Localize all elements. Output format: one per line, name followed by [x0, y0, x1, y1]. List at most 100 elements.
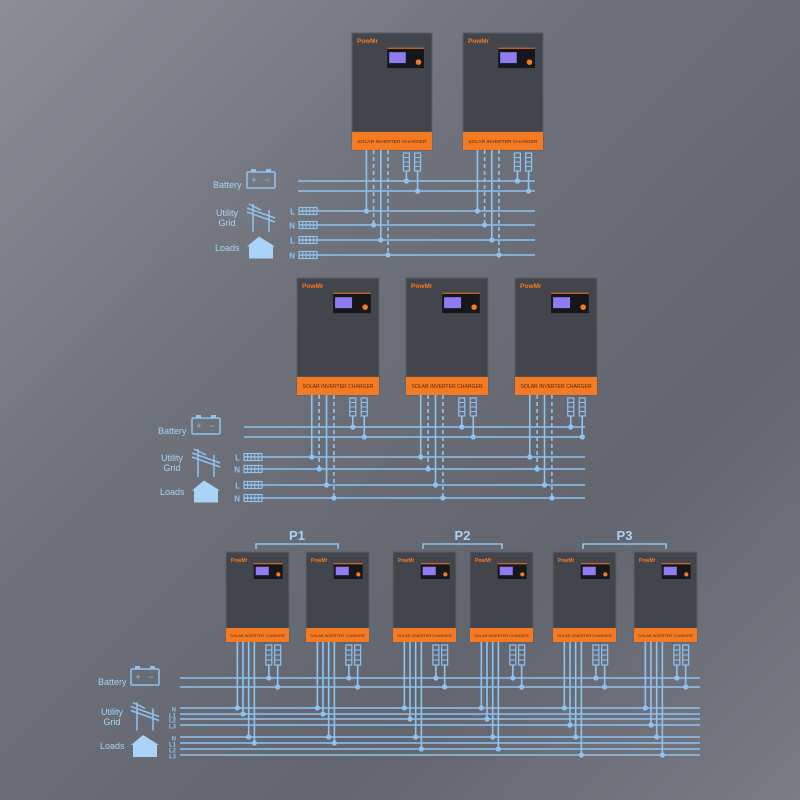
junction-dot	[326, 734, 332, 740]
breaker-icon	[414, 152, 422, 172]
line-letter-L3: L3	[169, 725, 177, 731]
junction-dot	[496, 252, 502, 258]
junction-dot	[425, 466, 431, 472]
utility-pole-icon	[191, 448, 221, 477]
brand-logo: PowMr	[311, 558, 328, 564]
brand-logo: PowMr	[639, 558, 656, 564]
junction-dot	[642, 705, 648, 711]
junction-dot	[371, 222, 377, 228]
brand-logo: PowMr	[411, 283, 433, 290]
utility-grid-label: Utility Grid	[161, 453, 183, 473]
junction-dot	[495, 746, 501, 752]
battery-icon	[130, 666, 160, 686]
lcd-screen	[389, 52, 406, 64]
brand-logo: PowMr	[398, 558, 415, 564]
junction-dot	[403, 178, 409, 184]
terminal-block-icon	[243, 452, 263, 462]
power-button	[526, 59, 533, 65]
junction-dot	[527, 454, 533, 460]
lcd-screen	[663, 566, 677, 576]
battery-label: Battery	[213, 180, 242, 190]
junction-dot	[573, 734, 579, 740]
junction-dot	[470, 434, 476, 440]
phase-bracket	[255, 543, 339, 549]
junction-dot	[648, 722, 654, 728]
utility-grid-label: Utility Grid	[216, 208, 238, 228]
junction-dot	[567, 722, 573, 728]
house-icon	[192, 480, 220, 503]
junction-dot	[579, 434, 585, 440]
orange-band	[515, 376, 597, 395]
terminal-block-icon	[298, 206, 318, 216]
line-letter-N: N	[172, 708, 176, 714]
orange-band	[306, 628, 369, 642]
power-button	[276, 572, 281, 577]
product-label: SOLAR INVERTER CHARGER	[397, 633, 452, 638]
junction-dot	[316, 466, 322, 472]
loads-label: Loads	[215, 242, 240, 253]
plus-sign: +	[196, 421, 201, 431]
junction-dot	[432, 482, 439, 488]
junction-dot	[478, 705, 484, 711]
product-label: SOLAR INVERTER CHARGER	[474, 633, 529, 638]
junction-dot	[413, 734, 419, 740]
breaker-icon	[601, 644, 609, 666]
product-label: SOLAR INVERTER CHARGER	[310, 633, 365, 638]
line-letter-L: L	[235, 482, 240, 491]
orange-band	[463, 131, 543, 150]
orange-band	[393, 628, 456, 642]
junction-dot	[578, 752, 584, 758]
breaker-icon	[432, 644, 440, 666]
minus-sign: −	[264, 175, 269, 185]
utility-pole-icon	[246, 203, 276, 232]
junction-dot	[526, 188, 532, 194]
brand-logo: PowMr	[302, 283, 324, 290]
plus-sign: +	[251, 175, 256, 185]
battery-icon	[246, 169, 276, 189]
terminal-block-icon	[243, 480, 263, 490]
junction-dot	[561, 705, 567, 711]
breaker-icon	[458, 397, 466, 417]
junction-dot	[240, 711, 246, 717]
junction-dot	[407, 716, 413, 722]
breaker-icon	[524, 152, 533, 172]
product-label: SOLAR INVERTER CHARGER	[638, 633, 693, 638]
minus-sign: −	[148, 672, 153, 682]
plus-sign: +	[135, 672, 140, 682]
terminal-block-icon	[243, 464, 263, 474]
junction-dot	[549, 495, 555, 501]
terminal-block-icon	[298, 250, 318, 260]
junction-dot	[593, 675, 599, 681]
power-button	[356, 572, 361, 577]
junction-dot	[331, 740, 337, 746]
power-button	[471, 304, 477, 310]
power-button	[415, 59, 422, 65]
power-button	[684, 572, 689, 577]
junction-dot	[514, 178, 521, 184]
line-letter-L1: L1	[169, 743, 177, 749]
line-letter-N: N	[234, 466, 240, 475]
product-label: SOLAR INVERTER CHARGER	[520, 384, 591, 390]
junction-dot	[314, 705, 320, 711]
terminal-block-icon	[298, 220, 318, 230]
lcd-screen	[422, 566, 436, 576]
lcd-screen	[499, 566, 513, 576]
junction-dot	[355, 684, 361, 690]
brand-logo: PowMr	[468, 38, 489, 45]
junction-dot	[418, 454, 424, 460]
lcd-screen	[582, 566, 596, 576]
junction-dot	[489, 237, 495, 243]
junction-dot	[234, 705, 240, 711]
junction-dot	[510, 675, 516, 681]
junction-dot	[602, 684, 608, 690]
junction-dot	[320, 711, 326, 717]
house-icon	[247, 236, 275, 259]
